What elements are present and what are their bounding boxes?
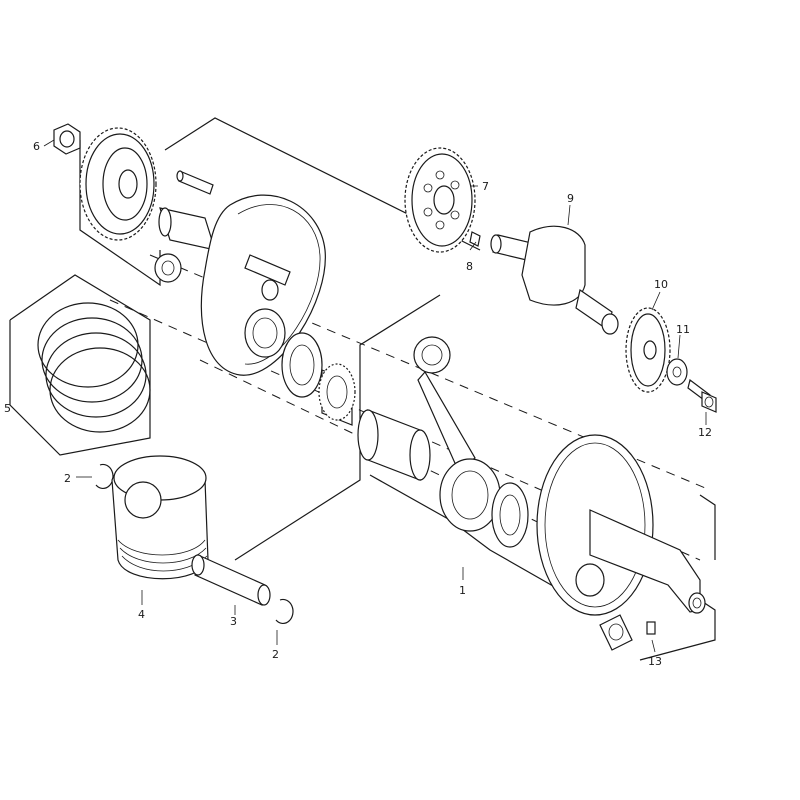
balancer-shaft-part-9: [490, 225, 619, 335]
thrust-washer-center: [281, 332, 323, 398]
gear-part-7: [404, 147, 476, 253]
piston-rings-part-5: [37, 302, 151, 433]
callout-6: 6: [33, 140, 40, 153]
callout-2-upper: 2: [64, 472, 71, 485]
piston-pin-part-3: [191, 554, 271, 606]
crankshaft-right-half: [536, 434, 706, 616]
piston-part-4: [111, 455, 209, 580]
callout-1: 1: [459, 584, 466, 597]
woodruff-key-part-13: [646, 621, 656, 635]
callout-11: 11: [676, 323, 690, 336]
nut-part-6: [53, 123, 81, 155]
callout-8: 8: [466, 260, 473, 273]
sprocket-part-10: [625, 307, 671, 393]
callout-9: 9: [567, 192, 574, 205]
callout-2-lower: 2: [272, 648, 279, 661]
callout-leaders: [43, 139, 707, 653]
circlip-part-2-upper: [95, 463, 114, 490]
callout-13: 13: [648, 655, 662, 668]
bolt-part-12: [687, 378, 717, 413]
connecting-rod: [413, 336, 501, 532]
callout-7: 7: [482, 180, 489, 193]
needle-bearing: [318, 363, 356, 426]
callout-4: 4: [138, 608, 145, 621]
thrust-washer-left: [154, 253, 182, 283]
balancer-drive-gear: [79, 127, 157, 241]
washer-part-11: [666, 358, 688, 386]
crank-pin-sleeve: [357, 409, 431, 481]
crankshaft-left-half: [158, 194, 326, 376]
thrust-washer-right: [491, 482, 529, 548]
callout-3: 3: [230, 615, 237, 628]
crank-pin-left: [176, 170, 214, 195]
washer-bottom: [599, 614, 633, 651]
callout-labels: 6 7 8 9 10 11 12 5 2 4 3 2 1 13: [4, 140, 712, 668]
callout-12: 12: [698, 426, 712, 439]
callout-10: 10: [654, 278, 668, 291]
key-part-8: [469, 231, 481, 247]
callout-5: 5: [4, 402, 11, 415]
circlip-part-2-lower: [275, 598, 294, 625]
